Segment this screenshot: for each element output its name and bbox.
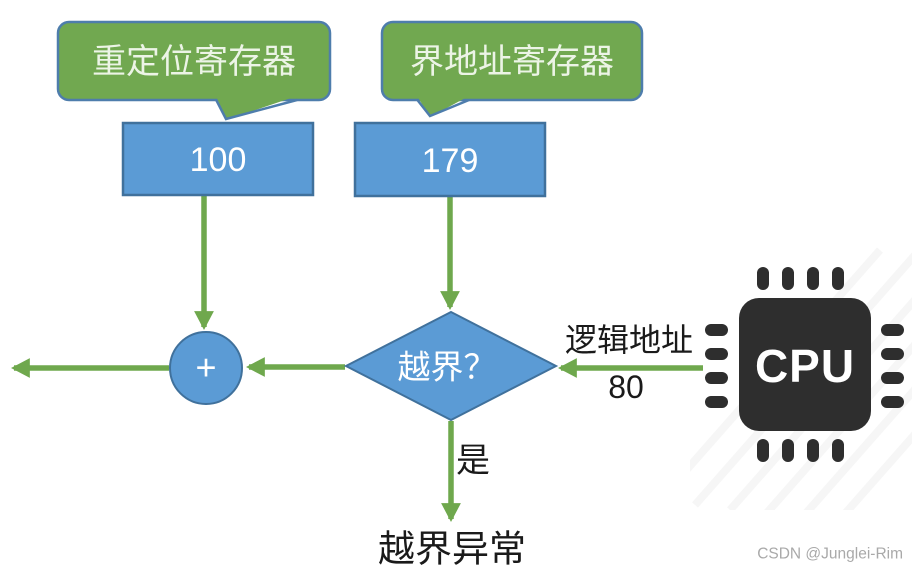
- cpu-pin: [807, 439, 819, 462]
- exception-label: 越界异常: [378, 529, 526, 570]
- cpu-label: CPU: [755, 340, 855, 392]
- limit-register-callout: 界地址寄存器: [380, 20, 644, 118]
- logical-address-value: 80: [608, 369, 644, 405]
- relocation-callout-label: 重定位寄存器: [92, 43, 296, 81]
- cpu-pins-right: [881, 324, 904, 408]
- relocation-register-box: 100: [121, 121, 315, 197]
- cpu-icon: CPU: [705, 267, 904, 462]
- relocation-register-callout: 重定位寄存器: [56, 20, 332, 121]
- cpu-pin: [705, 348, 728, 360]
- cpu-pin: [782, 267, 794, 290]
- cpu-pins-bottom: [757, 439, 844, 462]
- logical-address-label: 逻辑地址: [565, 322, 693, 358]
- flow-arrows: [11, 196, 703, 522]
- adder-symbol: +: [195, 347, 216, 388]
- watermark-text: CSDN @Junglei-Rim: [757, 546, 903, 563]
- cpu-pin: [782, 439, 794, 462]
- cpu-pin: [881, 348, 904, 360]
- bounds-check-label: 越界？: [398, 349, 497, 386]
- limit-callout-label: 界地址寄存器: [410, 43, 614, 81]
- cpu-pin: [832, 439, 844, 462]
- cpu-pin: [705, 372, 728, 384]
- branch-yes-label: 是: [456, 442, 490, 480]
- callout-tail: [417, 96, 469, 117]
- cpu-pin: [881, 396, 904, 408]
- cpu-pin: [881, 372, 904, 384]
- relocation-register-value: 100: [190, 141, 247, 179]
- callout-tail: [216, 96, 297, 120]
- cpu-pin: [832, 267, 844, 290]
- cpu-pin: [757, 267, 769, 290]
- limit-register-value: 179: [422, 142, 479, 180]
- cpu-pin: [881, 324, 904, 336]
- cpu-pin: [705, 396, 728, 408]
- adder-circle: +: [169, 331, 243, 405]
- cpu-pins-left: [705, 324, 728, 408]
- cpu-pins-top: [757, 267, 844, 290]
- bounds-check-diamond: 越界？: [343, 310, 559, 422]
- cpu-pin: [705, 324, 728, 336]
- cpu-pin: [757, 439, 769, 462]
- cpu-chip-body: [739, 298, 871, 431]
- limit-register-box: 179: [353, 121, 547, 198]
- cpu-pin: [807, 267, 819, 290]
